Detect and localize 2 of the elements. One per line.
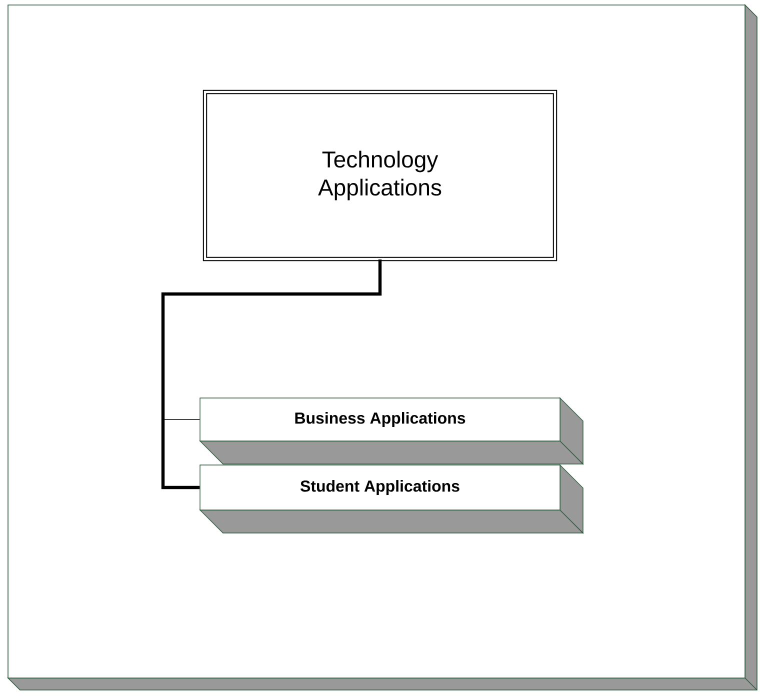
connector-line <box>161 260 382 490</box>
title-box: Technology Applications <box>202 90 558 262</box>
